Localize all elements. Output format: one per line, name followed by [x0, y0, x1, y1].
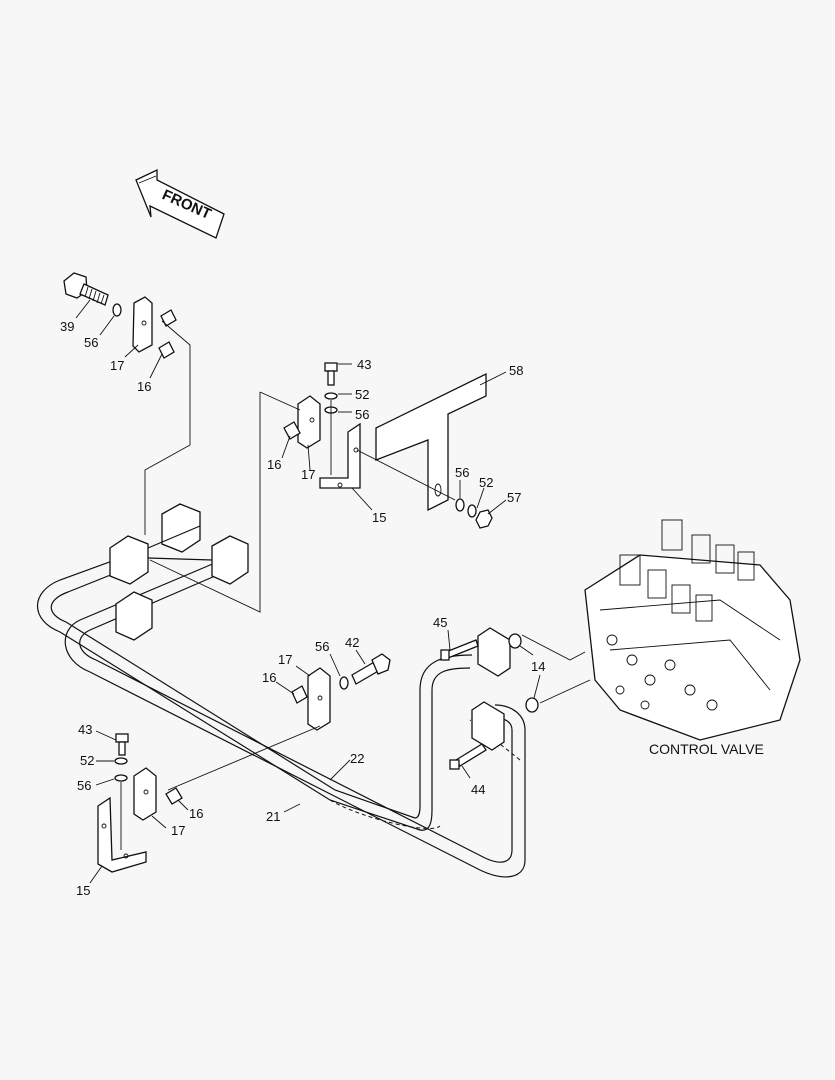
callout-56: 56 [315, 639, 329, 654]
o-ring-14-icon [525, 697, 539, 713]
callout-16: 16 [189, 806, 203, 821]
callout-22: 22 [350, 751, 364, 766]
washer-56-icon [455, 498, 465, 512]
callout-43: 43 [78, 722, 92, 737]
rubber-16-icon [283, 421, 301, 440]
callout-56: 56 [77, 778, 91, 793]
callout-56: 56 [355, 407, 369, 422]
clamp-17-icon [132, 296, 153, 353]
bracket-15-icon [97, 796, 147, 873]
callout-14: 14 [531, 659, 545, 674]
washer-56-icon [112, 303, 122, 317]
flange-icon [471, 627, 511, 751]
callout-56: 56 [455, 465, 469, 480]
control-valve-icon [584, 519, 801, 741]
control-valve-label: CONTROL VALVE [649, 741, 764, 757]
callout-15: 15 [76, 883, 90, 898]
bolt-39-icon [63, 272, 109, 306]
washer-56-icon [339, 676, 349, 690]
bolt-42-icon [351, 653, 391, 685]
callout-52: 52 [80, 753, 94, 768]
washer-52-icon [467, 504, 477, 518]
washer-56-icon [114, 774, 128, 782]
cushion-icon [109, 503, 249, 641]
callout-52: 52 [355, 387, 369, 402]
bolt-43-icon [324, 362, 338, 386]
o-ring-14-icon [508, 633, 522, 649]
washer-52-icon [114, 757, 128, 765]
callout-57: 57 [507, 490, 521, 505]
callout-39: 39 [60, 319, 74, 334]
bolt-45-icon [440, 639, 479, 661]
nut-57-icon [475, 509, 493, 529]
callout-52: 52 [479, 475, 493, 490]
bolt-44-icon [449, 743, 487, 770]
callout-56: 56 [84, 335, 98, 350]
callout-44: 44 [471, 782, 485, 797]
leader-lines [75, 299, 541, 884]
callout-21: 21 [266, 809, 280, 824]
clamp-17-icon [297, 395, 321, 449]
callout-17: 17 [301, 467, 315, 482]
callout-42: 42 [345, 635, 359, 650]
callout-45: 45 [433, 615, 447, 630]
clamp-17-icon [133, 767, 157, 821]
washer-52-icon [324, 392, 338, 400]
callout-16: 16 [267, 457, 281, 472]
bolt-43-icon [115, 733, 129, 756]
callout-15: 15 [372, 510, 386, 525]
plate-58-icon [375, 372, 487, 512]
front-arrow-icon: FRONT [135, 168, 225, 239]
callout-17: 17 [171, 823, 185, 838]
callout-17: 17 [278, 652, 292, 667]
bracket-15-icon [319, 422, 361, 489]
callout-16: 16 [262, 670, 276, 685]
callout-58: 58 [509, 363, 523, 378]
rubber-16-icon [158, 309, 177, 359]
clamp-17-icon [307, 667, 331, 731]
rubber-16-icon [291, 685, 308, 704]
callout-17: 17 [110, 358, 124, 373]
pipe-22-icon [36, 547, 473, 831]
pipe-21-icon [64, 559, 526, 878]
callout-16: 16 [137, 379, 151, 394]
callout-43: 43 [357, 357, 371, 372]
